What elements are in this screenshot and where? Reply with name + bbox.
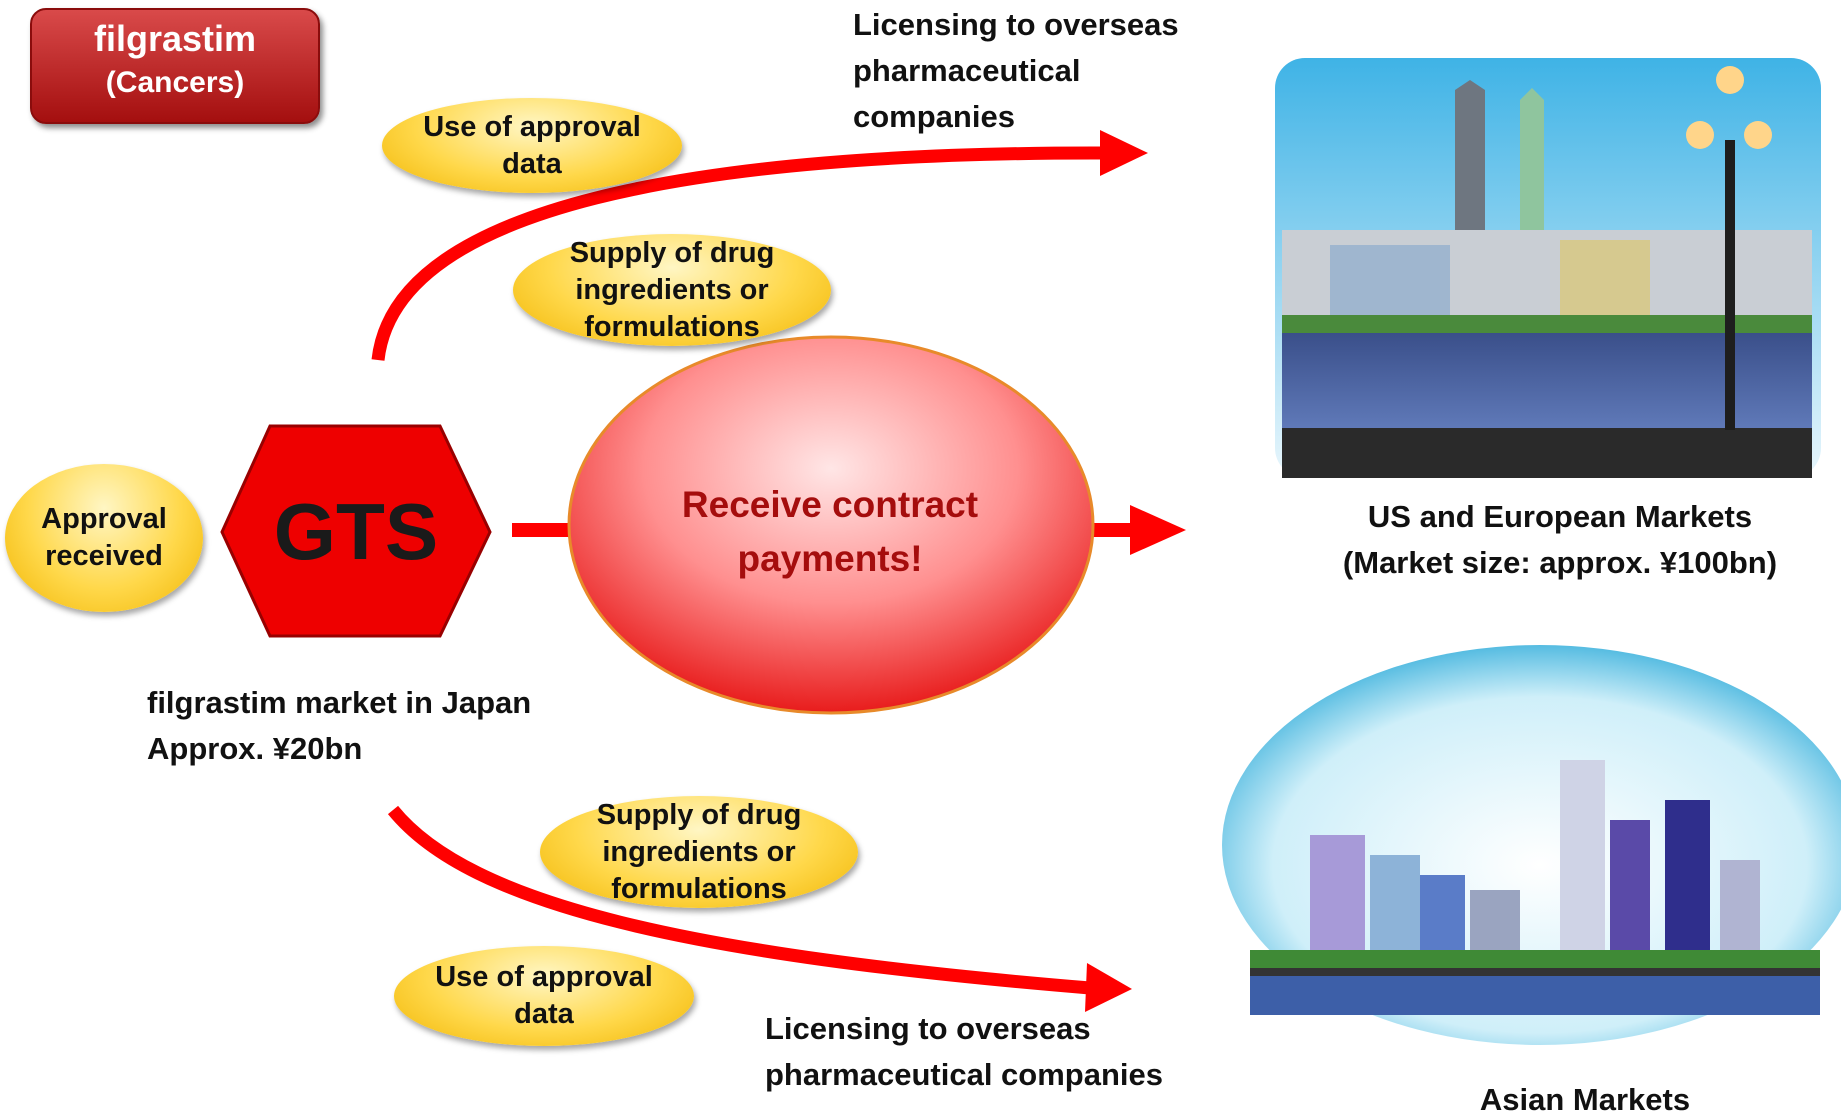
- us-europe-city-image: [1275, 58, 1821, 478]
- top-approval-data-oval: Use of approval data: [382, 98, 682, 193]
- contract-payments-text: Receive contract payments!: [681, 484, 979, 579]
- bottom-supply-oval: Supply of drug ingredients or formulatio…: [540, 796, 858, 908]
- us-eu-market-label: US and European Markets (Market size: ap…: [1290, 494, 1830, 586]
- bottom-curved-arrow: [387, 805, 1091, 995]
- drug-name: filgrastim: [93, 18, 257, 59]
- bottom-approval-data-oval: Use of approval data: [394, 946, 694, 1046]
- drug-indication: (Cancers): [105, 66, 245, 99]
- japan-market-size: Approx. ¥20bn: [147, 731, 363, 766]
- bottom-licensing-label: Licensing to overseas pharmaceutical com…: [765, 1011, 1163, 1092]
- us-eu-market-size: (Market size: approx. ¥100bn): [1342, 545, 1778, 580]
- top-curved-arrow: [371, 146, 1106, 361]
- japan-market-line1: filgrastim market in Japan: [147, 685, 532, 720]
- asian-city-image: [1222, 645, 1841, 1045]
- center-arrow-head: [1130, 505, 1186, 555]
- contract-payments-circle: [567, 335, 1095, 715]
- top-arrow-head: [1100, 130, 1148, 176]
- gts-hexagon: [220, 424, 492, 638]
- top-licensing-label: Licensing to overseas pharmaceutical com…: [853, 7, 1179, 134]
- top-supply-oval: Supply of drug ingredients or formulatio…: [513, 234, 831, 346]
- bottom-arrow-head: [1085, 963, 1132, 1012]
- us-eu-market-name: US and European Markets: [1367, 499, 1753, 534]
- japan-market-label: filgrastim market in Japan Approx. ¥20bn: [147, 680, 531, 772]
- gts-label: GTS: [273, 487, 439, 576]
- drug-title-box: filgrastim (Cancers): [30, 8, 320, 124]
- asian-market-label: Asian Markets: [1479, 1082, 1691, 1117]
- approval-received-oval: Approval received: [5, 464, 203, 612]
